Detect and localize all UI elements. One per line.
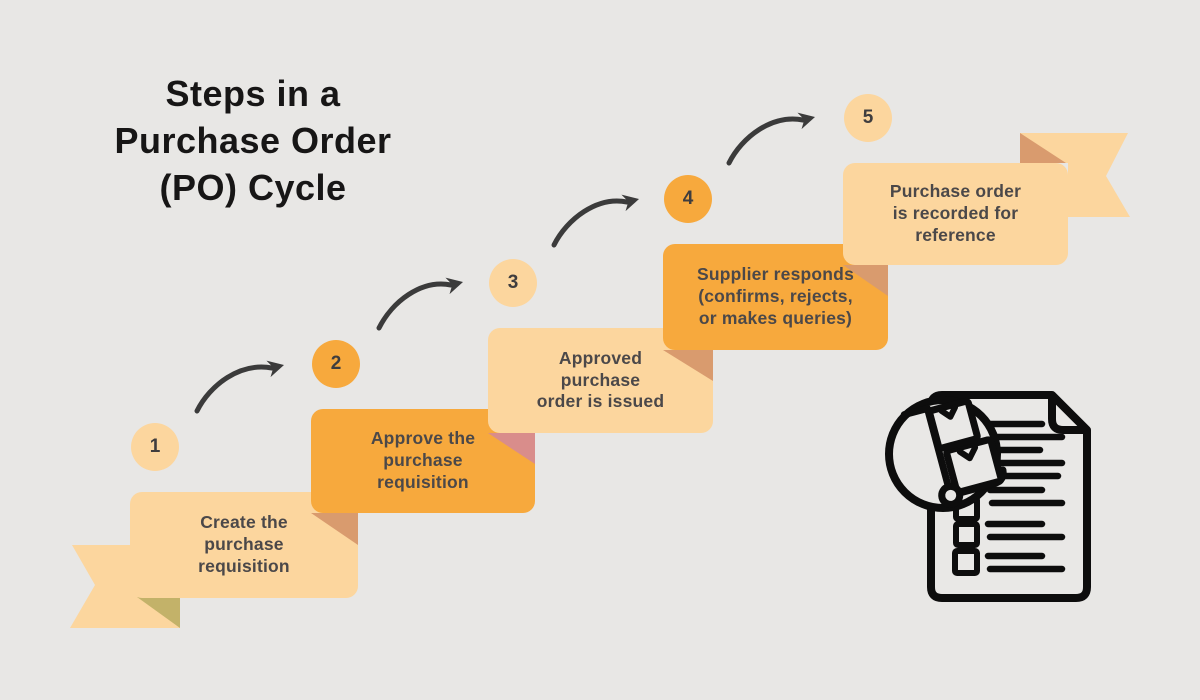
flag-fold-icon bbox=[1020, 133, 1066, 163]
curved-arrow-1-icon bbox=[194, 364, 275, 414]
document-checkboxes bbox=[952, 495, 980, 576]
cart-box-upper-flap bbox=[938, 404, 959, 420]
step-5-box: 5 Purchase order is recorded for referen… bbox=[843, 94, 1068, 265]
step-4-box: 4 Supplier responds (confirms, rejects, … bbox=[663, 175, 888, 350]
arrowhead-4-icon bbox=[797, 108, 818, 130]
page-title: Steps in a Purchase Order (PO) Cycle bbox=[58, 70, 448, 211]
hand-truck-wheel bbox=[938, 482, 964, 508]
hand-truck-icon bbox=[900, 397, 1007, 508]
step-5-label: Purchase order is recorded for reference bbox=[889, 181, 1022, 245]
curved-arrow-2-icon bbox=[376, 281, 454, 331]
step-2-number-badge: 2 bbox=[312, 340, 360, 388]
arrowhead-3-icon bbox=[621, 190, 642, 212]
po-document-icon bbox=[885, 391, 1091, 602]
arrowhead-2-icon bbox=[445, 273, 466, 295]
step-4-label: Supplier responds (confirms, rejects, or… bbox=[696, 264, 855, 328]
document-outline bbox=[927, 391, 1091, 602]
step-3-label: Approved purchase order is issued bbox=[536, 347, 665, 412]
document-dogear bbox=[1048, 395, 1087, 434]
ribbon-fold-icon bbox=[137, 597, 180, 628]
step-3-number-badge: 3 bbox=[489, 259, 537, 307]
step-2-label: Approve the purchase requisition bbox=[370, 428, 476, 492]
arrowhead-1-icon bbox=[266, 356, 287, 378]
page-title-line-2: Purchase Order bbox=[114, 120, 392, 161]
step-1-label: Create the purchase requisition bbox=[198, 512, 290, 576]
step-5-number-badge: 5 bbox=[844, 94, 892, 142]
step-3-box: 3 Approved purchase order is issued bbox=[488, 259, 713, 433]
document-text-lines bbox=[981, 420, 1066, 573]
step-1-number-badge: 1 bbox=[131, 423, 179, 471]
cart-box-lower bbox=[943, 436, 1005, 496]
hand-truck-frame bbox=[900, 404, 1007, 499]
step-4-number-badge: 4 bbox=[664, 175, 712, 223]
curved-arrow-4-icon bbox=[726, 116, 806, 166]
page-title-line-3: (PO) Cycle bbox=[159, 167, 347, 208]
cart-box-lower-flap bbox=[956, 444, 979, 462]
cart-box-upper bbox=[926, 397, 981, 452]
magnifier-circle bbox=[885, 396, 1001, 512]
page-title-line-1: Steps in a bbox=[165, 73, 341, 114]
curved-arrow-3-icon bbox=[551, 198, 630, 248]
